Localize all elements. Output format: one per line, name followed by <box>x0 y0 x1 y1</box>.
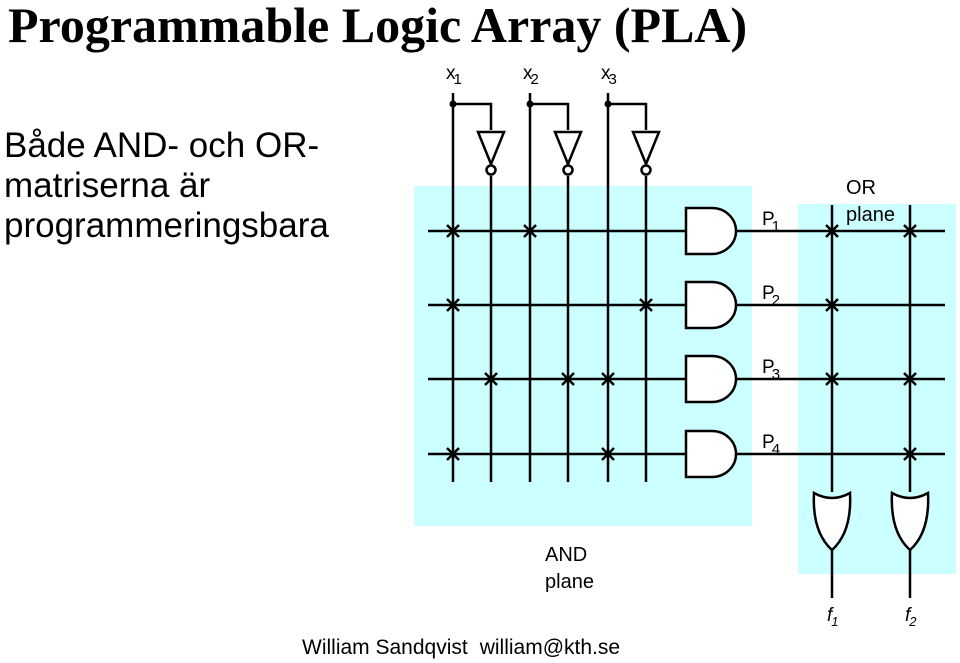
and-gate-p1 <box>684 206 738 256</box>
connection-x3bar-p2 <box>639 298 653 312</box>
slide-footer: William Sandqvist william@kth.se <box>302 636 620 660</box>
connection-p1-f1 <box>825 224 839 238</box>
connection-x3-p4 <box>601 447 615 461</box>
junction-dot-x3 <box>604 100 612 108</box>
or-gate-f1 <box>812 490 852 552</box>
inverter-x1 <box>476 130 506 168</box>
product-label-p4: P4 <box>762 432 780 458</box>
connection-x2bar-p3 <box>561 372 575 386</box>
product-label-p1: P1 <box>762 209 780 235</box>
output-label-f2: f2 <box>905 605 917 629</box>
output-label-f1: f1 <box>827 605 839 629</box>
inverter-bubble-x3 <box>640 164 652 176</box>
and-gate-p4 <box>684 429 738 479</box>
input-label-x2: x2 <box>523 63 539 88</box>
connection-x1-p4 <box>446 447 460 461</box>
footer-author: William Sandqvist <box>302 636 468 659</box>
or-plane-label-line1: OR <box>846 177 876 199</box>
connection-p2-f1 <box>825 298 839 312</box>
junction-dot-x1 <box>449 100 457 108</box>
connection-x3-p3 <box>601 372 615 386</box>
subtitle-line-3: programmeringsbara <box>4 206 329 245</box>
connection-p4-f2 <box>903 447 917 461</box>
inverter-x2 <box>553 130 583 168</box>
junction-dot-x2 <box>526 100 534 108</box>
branch-x2 <box>530 102 570 130</box>
connection-x2-p1 <box>523 224 537 238</box>
input-label-x1: x1 <box>446 63 462 88</box>
or-plane-label-line2: plane <box>846 204 895 226</box>
product-label-p3: P3 <box>762 357 780 383</box>
connection-p3-f1 <box>825 372 839 386</box>
slide-subtitle: Både AND- och OR- matriserna är programm… <box>4 126 329 246</box>
connection-x1bar-p3 <box>484 372 498 386</box>
connection-p1-f2 <box>903 224 917 238</box>
and-plane-label-line1: AND <box>545 544 587 566</box>
and-plane-label-line2: plane <box>545 571 594 593</box>
and-gate-p3 <box>684 354 738 404</box>
slide-title: Programmable Logic Array (PLA) <box>8 0 748 53</box>
branch-x1 <box>453 102 493 130</box>
branch-x3 <box>608 102 648 130</box>
footer-email: william@kth.se <box>479 636 621 659</box>
connection-p3-f2 <box>903 372 917 386</box>
inverter-bubble-x2 <box>562 164 574 176</box>
product-label-p2: P2 <box>762 283 780 309</box>
or-gate-f2 <box>890 490 930 552</box>
and-gate-p2 <box>684 280 738 330</box>
connection-x1-p1 <box>446 224 460 238</box>
inverter-bubble-x1 <box>485 164 497 176</box>
subtitle-line-1: Både AND- och OR- <box>4 126 320 165</box>
subtitle-line-2: matriserna är <box>4 166 211 205</box>
input-label-x3: x3 <box>601 63 617 88</box>
inverter-x3 <box>631 130 661 168</box>
connection-x1-p2 <box>446 298 460 312</box>
